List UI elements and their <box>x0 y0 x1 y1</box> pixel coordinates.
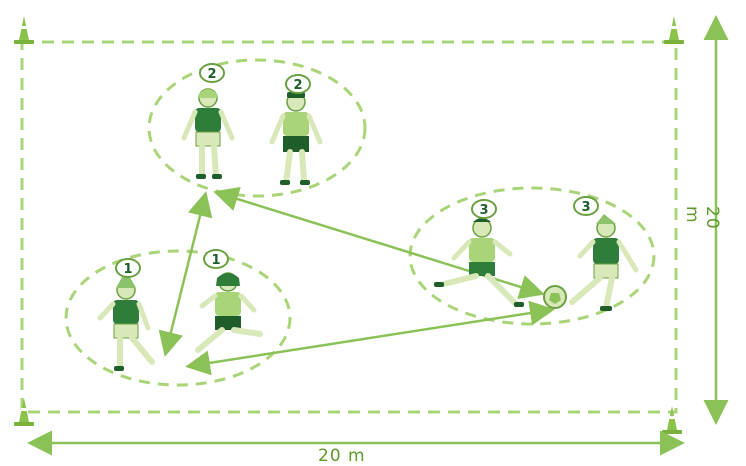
player-icon <box>569 214 639 311</box>
player-icon <box>269 92 323 185</box>
cone-icon <box>662 406 682 434</box>
player-number-badge: 3 <box>471 199 497 219</box>
player-number-label: 2 <box>293 78 302 93</box>
cone-icon <box>14 398 34 426</box>
player-number-badge: 1 <box>115 258 141 278</box>
player-number-badge: 2 <box>199 63 225 83</box>
player-icon <box>181 88 235 179</box>
ball-icon <box>543 285 567 309</box>
player-number-label: 2 <box>207 67 216 82</box>
player-number-badge: 3 <box>573 196 599 216</box>
player-icon <box>434 218 524 307</box>
player-number-label: 1 <box>123 262 132 277</box>
player-number-badge: 2 <box>285 74 311 94</box>
player-icon <box>195 272 263 353</box>
width-dimension-label: 20 m <box>318 446 366 466</box>
field-boundary <box>20 40 678 414</box>
cone-icon <box>664 16 684 44</box>
player-number-label: 1 <box>211 253 220 268</box>
player-number-label: 3 <box>479 203 488 218</box>
pass-arrow-2-to-1 <box>158 191 213 357</box>
pass-arrow-1-to-3 <box>185 300 555 376</box>
player-number-label: 3 <box>581 200 590 215</box>
group-2-zone <box>147 58 367 198</box>
player-number-badge: 1 <box>203 249 229 269</box>
height-dimension-label: 20 m <box>682 206 722 230</box>
player-icon <box>97 270 155 371</box>
cone-icon <box>14 16 34 44</box>
